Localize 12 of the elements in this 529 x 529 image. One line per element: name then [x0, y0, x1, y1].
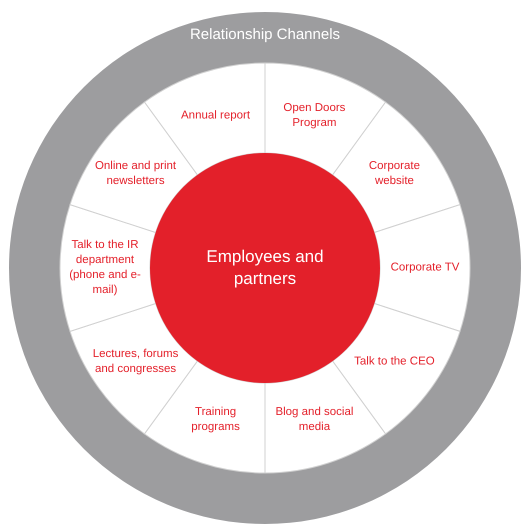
- segment-label: Blog and social media: [274, 405, 354, 436]
- segment-label: Annual report: [180, 108, 252, 124]
- segment-label: Corporate TV: [390, 260, 460, 276]
- segment-label: Online and print newsletters: [94, 159, 178, 189]
- segment-label: Talk to the IR department (phone and e-mail): [68, 238, 142, 298]
- segment-label: Talk to the CEO: [353, 354, 436, 370]
- center-label: Employees and partners: [205, 246, 325, 290]
- segment-label: Open Doors Program: [282, 100, 346, 131]
- ring-title: Relationship Channels: [190, 26, 340, 43]
- segment-label: Lectures, forums and congresses: [92, 347, 179, 377]
- segment-label: Training programs: [190, 405, 241, 436]
- segment-label: Corporate website: [368, 159, 421, 189]
